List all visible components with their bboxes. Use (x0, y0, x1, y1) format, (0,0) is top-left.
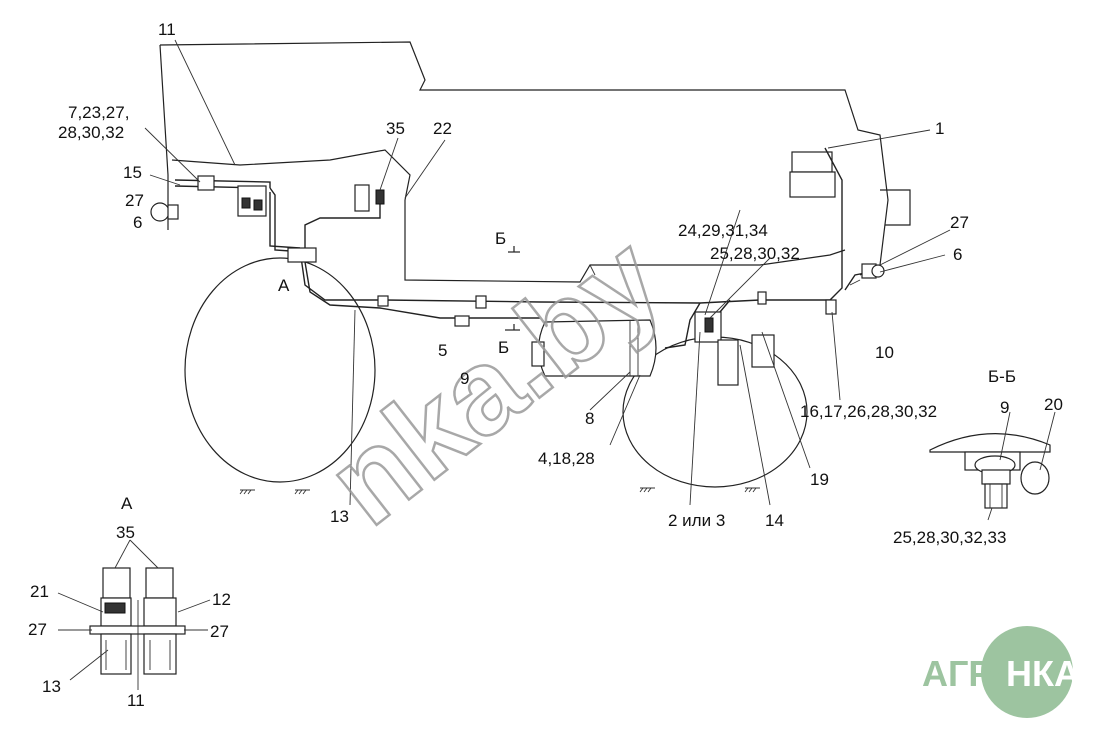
valve-35 (354, 184, 370, 212)
label-27-right: 27 (950, 213, 969, 232)
label-section-b-1: Б (495, 229, 506, 248)
label-a: А (278, 276, 290, 295)
label-20: 20 (1044, 395, 1063, 414)
label-section-b-2: Б (498, 338, 509, 357)
label-25-28-30-32-a: 25,28,30,32 (710, 244, 800, 263)
vehicle-body-outline (159, 41, 911, 283)
label-25-28-30-32-33: 25,28,30,32,33 (893, 528, 1006, 547)
label-22: 22 (433, 119, 452, 138)
label-27-detail-right: 27 (210, 622, 229, 641)
agronka-logo: АГРО НКА (922, 626, 1080, 718)
label-10: 10 (875, 343, 894, 362)
callout-labels: 11 7,23,27, 28,30,32 15 27 6 35 22 1 27 … (28, 20, 1063, 710)
logo-right-text: НКА (1006, 653, 1080, 694)
label-13-main: 13 (330, 507, 349, 526)
label-section-bb: Б-Б (988, 367, 1016, 386)
label-7-23-27: 7,23,27, (68, 103, 129, 122)
label-35-top: 35 (386, 119, 405, 138)
label-9-a: 9 (460, 369, 469, 388)
label-14: 14 (765, 511, 784, 530)
label-24-29-31-34: 24,29,31,34 (678, 221, 768, 240)
detail-a (89, 567, 186, 675)
label-16-17-26: 16,17,26,28,30,32 (800, 402, 937, 421)
label-35-detail: 35 (116, 523, 135, 542)
pressure-gauge-left (150, 202, 170, 222)
label-19: 19 (810, 470, 829, 489)
label-6-left: 6 (133, 213, 142, 232)
components (150, 175, 885, 386)
front-wheel (184, 257, 376, 483)
air-receiver (537, 319, 657, 377)
label-12: 12 (212, 590, 231, 609)
logo-left-text: АГРО (922, 653, 1020, 694)
label-11-top: 11 (158, 20, 176, 39)
label-27-detail-left: 27 (28, 620, 47, 639)
label-28-30-32-a: 28,30,32 (58, 123, 124, 142)
label-1: 1 (935, 119, 944, 138)
label-5: 5 (438, 341, 447, 360)
label-27-left: 27 (125, 191, 144, 210)
valve-15 (197, 175, 215, 191)
label-9-b: 9 (1000, 398, 1009, 417)
label-8: 8 (585, 409, 594, 428)
leader-lines (57, 39, 1056, 690)
label-21: 21 (30, 582, 49, 601)
label-11-detail: 11 (127, 691, 145, 710)
logo-circle (981, 626, 1073, 718)
label-6-right: 6 (953, 245, 962, 264)
watermark: nka.by (304, 211, 686, 551)
label-4-18-28: 4,18,28 (538, 449, 595, 468)
label-2-or-3: 2 или 3 (668, 511, 725, 530)
label-detail-a: А (121, 494, 133, 513)
section-bb-detail (929, 433, 1051, 521)
label-13-detail: 13 (42, 677, 61, 696)
label-15: 15 (123, 163, 142, 182)
